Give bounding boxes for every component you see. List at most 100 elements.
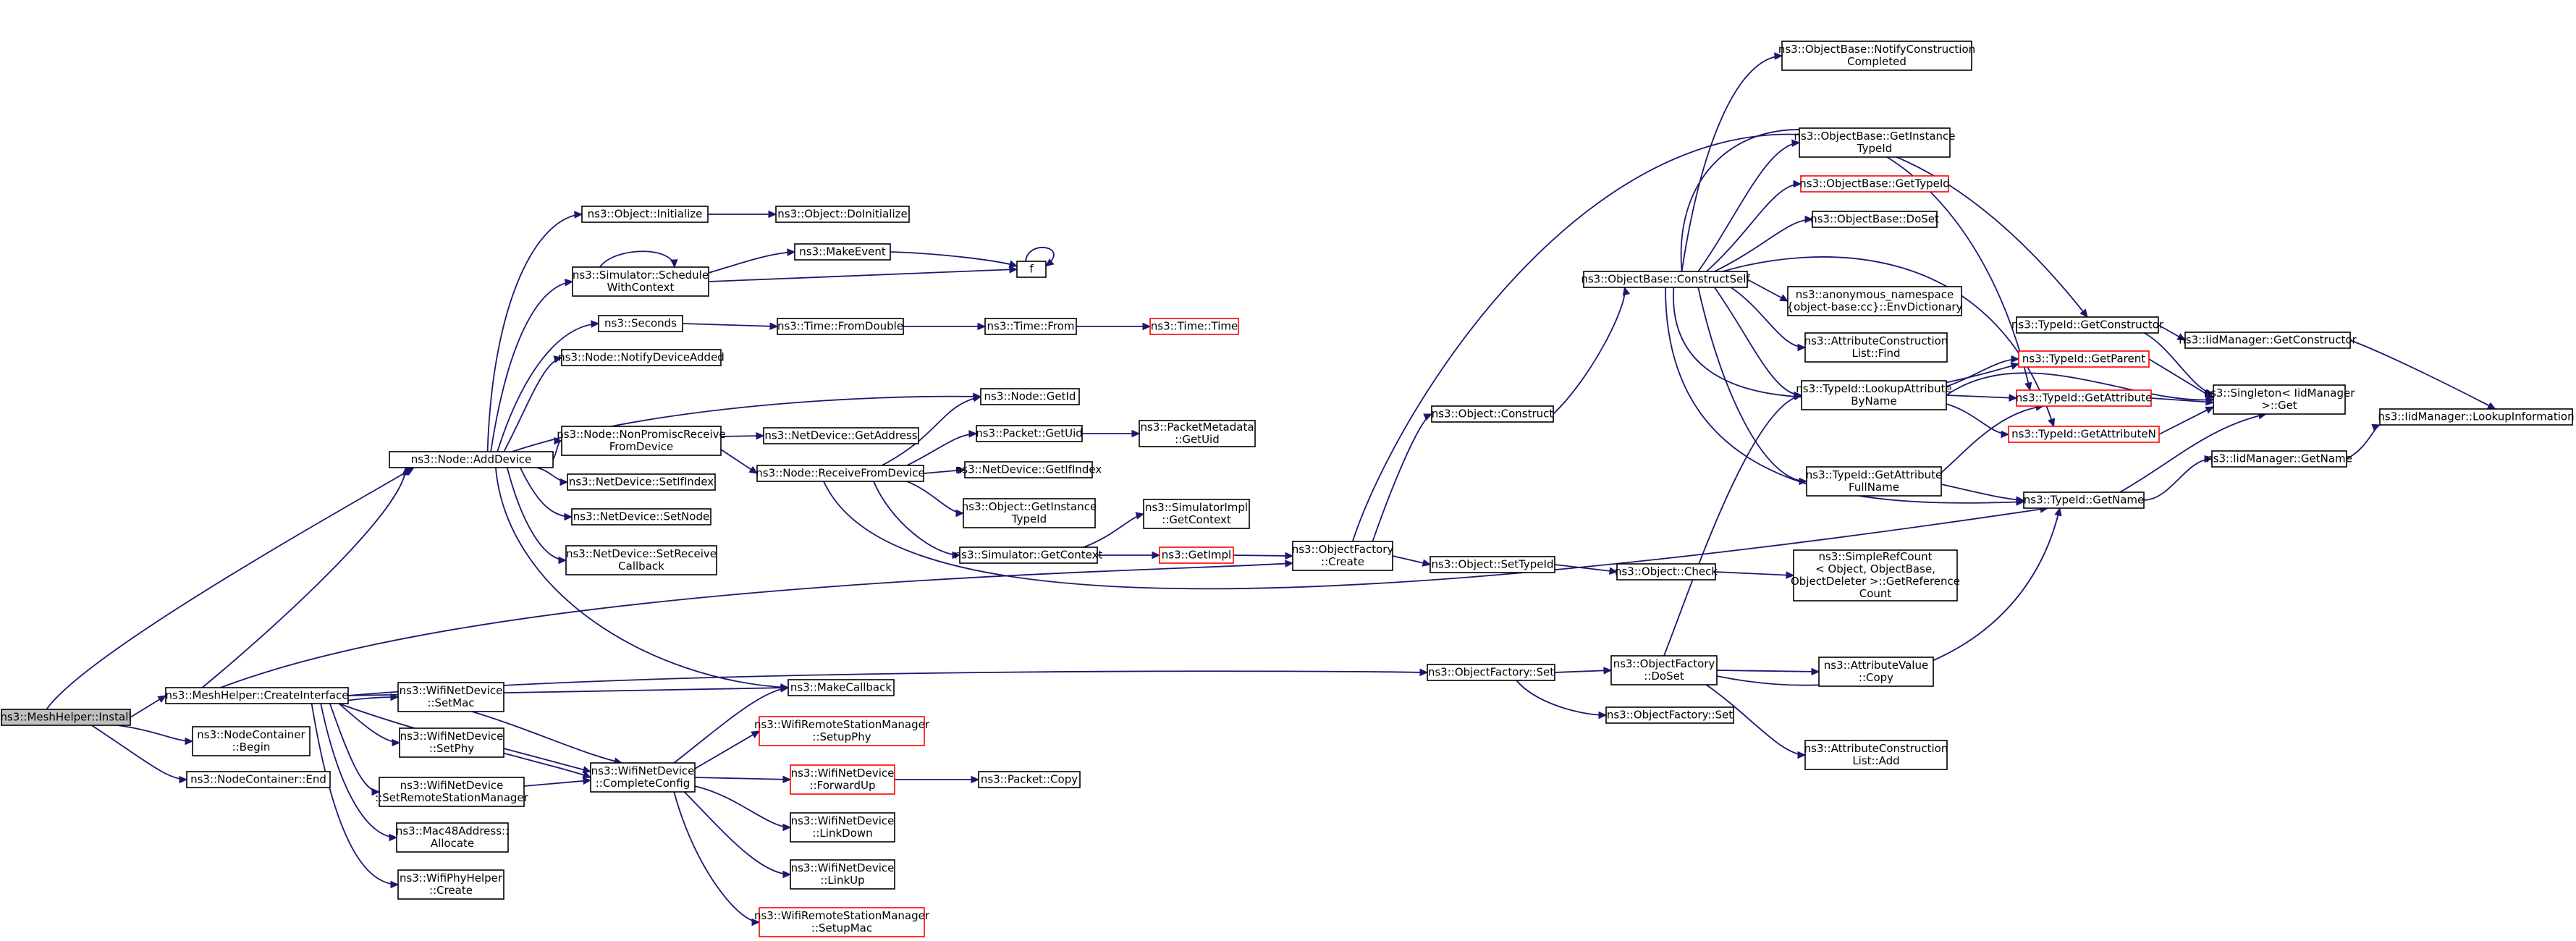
edge-line [1946,372,2214,401]
node-pktGetUid[interactable]: ns3::Packet::GetUid [976,425,1083,442]
edge-line [2150,397,2214,403]
node-getImpl[interactable]: ns3::GetImpl [1159,547,1234,564]
node-ndSetNode[interactable]: ns3::NetDevice::SetNode [571,508,711,526]
node-wphyCreate[interactable]: ns3::WifiPhyHelper::Create [397,869,504,900]
edge-arrowhead [1779,294,1789,302]
node-pktMetaUid[interactable]: ns3::PacketMetadata::GetUid [1139,420,1256,447]
node-attrValCopy[interactable]: ns3::AttributeValue::Copy [1818,657,1934,687]
node-label-line: ns3::GetImpl [1162,549,1231,562]
node-createIface[interactable]: ns3::MeshHelper::CreateInterface [165,687,349,704]
node-label-line: ns3::TypeId::GetConstructor [2011,318,2164,332]
node-obDoSet[interactable]: ns3::ObjectBase::DoSet [1810,211,1939,228]
node-label-line: FromDevice [609,440,673,453]
node-ofSet2[interactable]: ns3::ObjectFactory::Set [1605,706,1734,724]
node-label-line: ::CompleteConfig [596,777,691,790]
node-box [572,266,709,297]
node-wrsmSetupMac[interactable]: ns3::WifiRemoteStationManager::SetupMac [754,907,930,937]
node-simGetCtx[interactable]: ns3::Simulator::GetContext [955,547,1103,564]
edge-lookup-getAttrN [1946,403,2010,439]
node-timeFrom[interactable]: ns3::Time::From [984,318,1077,335]
edge-recv-pktGetUid [906,430,978,466]
node-objConstruct[interactable]: ns3::Object::Construct [1431,405,1554,423]
node-mac48[interactable]: ns3::Mac48Address::Allocate [396,822,509,853]
node-wndSetMac[interactable]: ns3::WifiNetDevice::SetMac [397,682,504,712]
node-tidGetCtor[interactable]: ns3::TypeId::GetConstructor [2011,316,2164,334]
node-objDoInit[interactable]: ns3::Object::DoInitialize [775,206,910,223]
node-objCheck[interactable]: ns3::Object::Check [1615,563,1718,581]
edge-arrowhead [768,210,777,219]
node-nodeGetId[interactable]: ns3::Node::GetId [980,388,1080,405]
node-envDict[interactable]: ns3::anonymous_namespace{object-base:cc}… [1787,286,1963,316]
node-ofCreate[interactable]: ns3::ObjectFactory::Create [1292,541,1394,571]
node-tidGetAttrN[interactable]: ns3::TypeId::GetAttributeN [2008,426,2160,443]
node-wndForwardUp[interactable]: ns3::WifiNetDevice::ForwardUp [790,764,895,795]
node-wndSetRsm[interactable]: ns3::WifiNetDevice::SetRemoteStationMana… [375,777,529,807]
node-box [790,859,895,890]
node-ndGetAddress[interactable]: ns3::NetDevice::GetAddress [763,427,919,444]
node-tidGetParent[interactable]: ns3::TypeId::GetParent [2018,350,2150,368]
node-wndLinkUp[interactable]: ns3::WifiNetDevice::LinkUp [790,859,895,890]
node-ndGetIfIndex[interactable]: ns3::NetDevice::GetIfIndex [955,461,1102,478]
node-install[interactable]: ns3::MeshHelper::Install [0,709,132,726]
edge-arrowhead [553,355,563,363]
node-timeTime[interactable]: ns3::Time::Time [1149,318,1239,335]
node-tidGetAttr[interactable]: ns3::TypeId::GetAttribute [2016,389,2152,407]
node-notifyDevAdded[interactable]: ns3::Node::NotifyDeviceAdded [558,349,725,366]
node-ndSetIfIndex[interactable]: ns3::NetDevice::SetIfIndex [567,473,716,491]
edge-schedCtx-self [599,250,678,269]
node-obGetTid[interactable]: ns3::ObjectBase::GetTypeId [1799,175,1950,193]
node-pktCopy[interactable]: ns3::Packet::Copy [978,771,1081,788]
node-iidLookup[interactable]: ns3::IidManager::LookupInformation [2378,408,2575,426]
node-addDevice[interactable]: ns3::Node::AddDevice [389,451,554,468]
node-simpleRef[interactable]: ns3::SimpleRefCount< Object, ObjectBase,… [1791,549,1960,602]
node-obNotifyConst[interactable]: ns3::ObjectBase::NotifyConstructionCompl… [1778,41,1975,71]
node-box [759,716,925,746]
node-makeEvent[interactable]: ns3::MakeEvent [794,243,891,261]
node-singletonGet[interactable]: ns3::Singleton< IidManager>::Get [2204,384,2356,415]
node-ofSet[interactable]: ns3::ObjectFactory::Set [1427,664,1555,681]
edge-line [882,396,981,466]
node-simImplCtx[interactable]: ns3::SimulatorImpl::GetContext [1143,499,1250,529]
node-box [561,349,722,366]
node-ncEnd[interactable]: ns3::NodeContainer::End [186,771,331,788]
edge-arrowhead [751,730,761,738]
node-label-line: ns3::NetDevice::GetAddress [764,429,917,442]
edge-recv-getIfIndex [923,466,966,475]
node-box [1818,657,1934,687]
node-iidGetName[interactable]: ns3::IidManager::GetName [2206,450,2352,468]
node-wndLinkDown[interactable]: ns3::WifiNetDevice::LinkDown [790,812,895,843]
edge-getCtor-iidGetCtor [2158,324,2187,341]
node-obConstructSelf[interactable]: ns3::ObjectBase::ConstructSelf [1581,271,1750,288]
node-ofDoSet[interactable]: ns3::ObjectFactory::DoSet [1610,655,1718,685]
node-iidGetCtor[interactable]: ns3::IidManager::GetConstructor [2179,332,2357,349]
node-seconds[interactable]: ns3::Seconds [598,315,683,332]
node-objSetTid[interactable]: ns3::Object::SetTypeId [1430,556,1555,573]
node-box [1292,541,1393,571]
edge-forwardUp-pktCopy [895,775,980,784]
node-objInit[interactable]: ns3::Object::Initialize [581,206,709,223]
node-wndComplete[interactable]: ns3::WifiNetDevice::CompleteConfig [590,762,696,793]
node-label-line: ObjectDeleter >::GetReference [1791,575,1960,588]
node-tidGetName[interactable]: ns3::TypeId::GetName [2023,491,2145,509]
edge-arrowhead [782,870,792,879]
node-timeFromDouble[interactable]: ns3::Time::FromDouble [777,318,904,335]
node-box [2016,389,2152,407]
node-label-line: ns3::Node::ReceiveFromDevice [756,467,924,480]
node-f[interactable]: f [1016,261,1047,278]
node-ncBegin[interactable]: ns3::NodeContainer::Begin [192,726,311,756]
node-box [1139,420,1256,447]
node-makeCallback[interactable]: ns3::MakeCallback [787,679,895,696]
node-recvFromDev[interactable]: ns3::Node::ReceiveFromDevice [756,465,925,482]
node-wndSetPhy[interactable]: ns3::WifiNetDevice::SetPhy [399,727,504,758]
node-wrsmSetupPhy[interactable]: ns3::WifiRemoteStationManager::SetupPhy [754,716,930,746]
